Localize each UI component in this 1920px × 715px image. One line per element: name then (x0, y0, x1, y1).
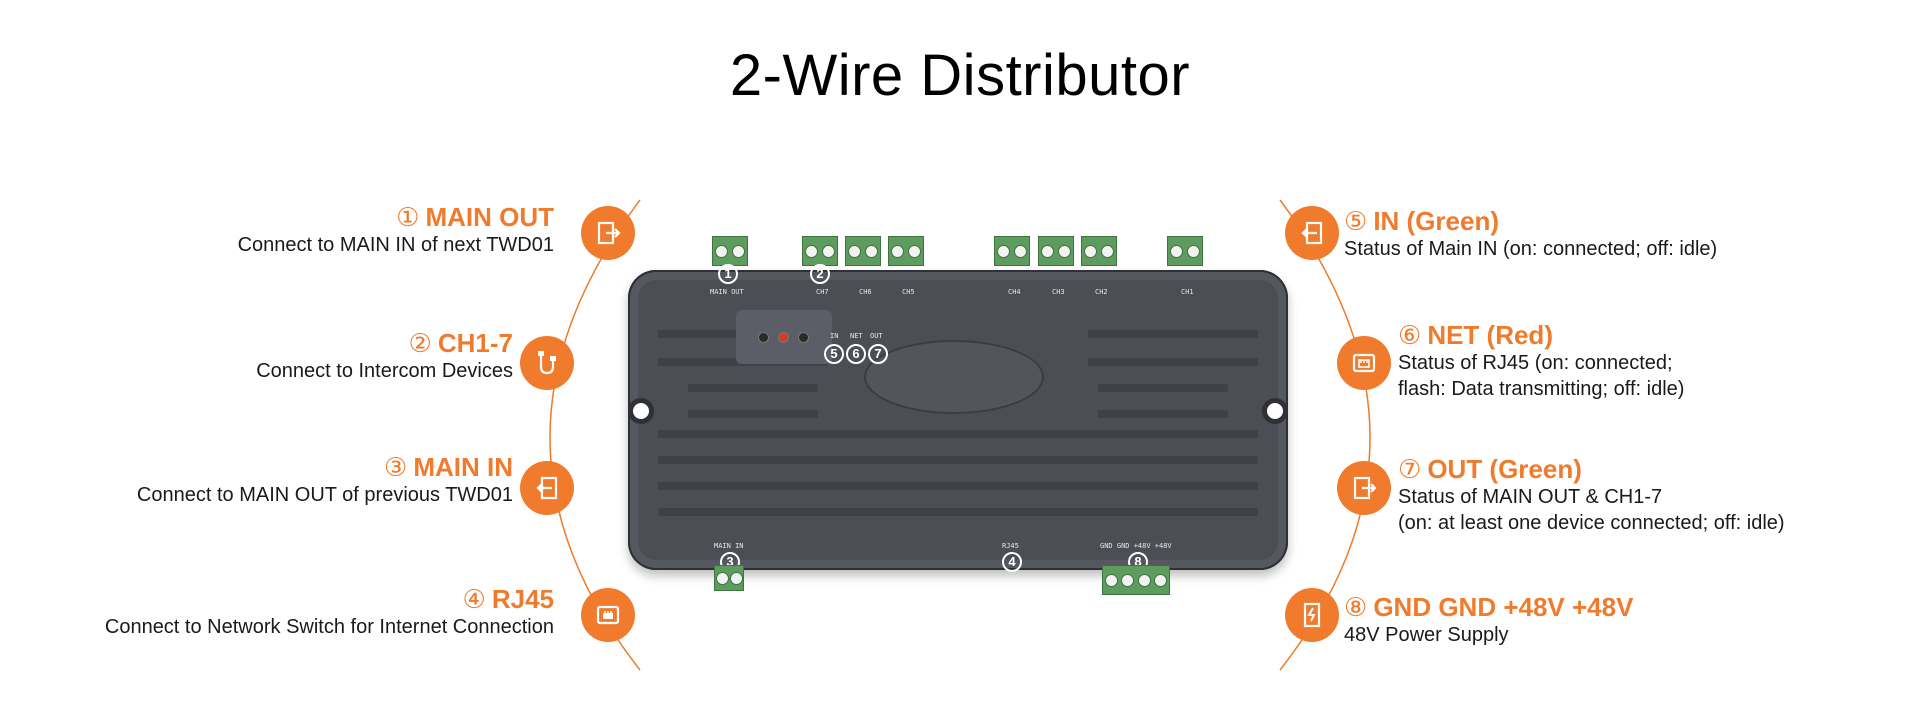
ridge (658, 430, 1258, 438)
network-port-icon (1337, 336, 1391, 390)
terminal-ch6 (845, 236, 881, 266)
ridge (1098, 384, 1228, 392)
callout-description: Connect to MAIN OUT of previous TWD01 (136, 484, 513, 506)
terminal-ch4 (994, 236, 1030, 266)
cable-icon (520, 336, 574, 390)
label-ch5: CH5 (902, 288, 915, 296)
label-ch3: CH3 (1052, 288, 1065, 296)
callout-title: MAIN OUT (425, 202, 554, 232)
label-ch7: CH7 (816, 288, 829, 296)
marker-6: 6 (846, 344, 866, 364)
ridge (658, 482, 1258, 490)
enter-arrow-icon (520, 461, 574, 515)
callout-title: CH1-7 (437, 328, 513, 358)
callout-description-line-2: flash: Data transmitting; off: idle) (1398, 378, 1685, 400)
callout-title: NET (Red) (1427, 320, 1553, 350)
callout-description: Connect to Intercom Devices (256, 360, 513, 382)
callout-description: Status of Main IN (on: connected; off: i… (1344, 238, 1718, 260)
terminal-ch2 (1081, 236, 1117, 266)
callout-number: ⑧ (1344, 592, 1368, 622)
marker-7: 7 (868, 344, 888, 364)
callout-number: ④ (462, 584, 486, 614)
terminal-power (1102, 565, 1170, 595)
center-oval-panel (864, 340, 1044, 414)
callout-description-line-1: Status of MAIN OUT & CH1-7 (1398, 486, 1663, 508)
led-window (736, 310, 832, 364)
marker-1: 1 (718, 264, 738, 284)
marker-5: 5 (824, 344, 844, 364)
label-main-in: MAIN IN (714, 542, 744, 550)
callout-title: OUT (Green) (1427, 454, 1582, 484)
out-led (798, 332, 809, 343)
marker-4: 4 (1002, 552, 1022, 572)
callout-number: ① (396, 202, 420, 232)
callout-title: IN (Green) (1373, 206, 1499, 236)
led-label-net: NET (850, 332, 863, 340)
in-led (758, 332, 769, 343)
mounting-screw-right (1262, 398, 1288, 424)
callout-description: 48V Power Supply (1344, 624, 1509, 646)
callout-title: GND GND +48V +48V (1373, 592, 1634, 622)
callout-description: Connect to MAIN IN of next TWD01 (237, 234, 554, 256)
label-rj45: RJ45 (1002, 542, 1019, 550)
callout-title: RJ45 (491, 584, 554, 614)
callout-description-line-2: (on: at least one device connected; off:… (1398, 512, 1785, 534)
rj45-port-icon (581, 588, 635, 642)
ridge (1088, 358, 1258, 366)
distributor-device: IN NET OUT 5 6 7 MAIN OUT 1 CH7 2 CH6 CH… (628, 264, 1288, 572)
exit-arrow-icon (1337, 461, 1391, 515)
callout-description-line-1: Status of RJ45 (on: connected; (1398, 352, 1673, 374)
callout-number: ⑥ (1398, 320, 1422, 350)
callout-number: ⑤ (1344, 206, 1368, 236)
ridge (1098, 410, 1228, 418)
callout-description: Connect to Network Switch for Internet C… (104, 616, 554, 638)
label-ch2: CH2 (1095, 288, 1108, 296)
terminal-main-in (714, 565, 744, 591)
callout-number: ② (408, 328, 432, 358)
marker-2: 2 (810, 264, 830, 284)
terminal-ch7 (802, 236, 838, 266)
exit-arrow-icon (581, 206, 635, 260)
page-title: 2-Wire Distributor (729, 43, 1191, 108)
terminal-ch5 (888, 236, 924, 266)
label-ch4: CH4 (1008, 288, 1021, 296)
led-label-out: OUT (870, 332, 883, 340)
terminal-main-out (712, 236, 748, 266)
callout-number: ⑦ (1398, 454, 1422, 484)
enter-arrow-icon (1285, 206, 1339, 260)
power-supply-icon (1285, 588, 1339, 642)
mounting-screw-left (628, 398, 654, 424)
callout-title: MAIN IN (413, 452, 513, 482)
ridge (688, 384, 818, 392)
label-ch1: CH1 (1181, 288, 1194, 296)
terminal-ch1 (1167, 236, 1203, 266)
label-ch6: CH6 (859, 288, 872, 296)
ridge (658, 456, 1258, 464)
ridge (688, 410, 818, 418)
callout-number: ③ (384, 452, 408, 482)
ridge (1088, 330, 1258, 338)
label-power: GND GND +48V +48V (1100, 542, 1172, 550)
label-main-out: MAIN OUT (710, 288, 744, 296)
led-label-in: IN (830, 332, 839, 340)
terminal-ch3 (1038, 236, 1074, 266)
ridge (658, 508, 1258, 516)
net-led (778, 332, 789, 343)
